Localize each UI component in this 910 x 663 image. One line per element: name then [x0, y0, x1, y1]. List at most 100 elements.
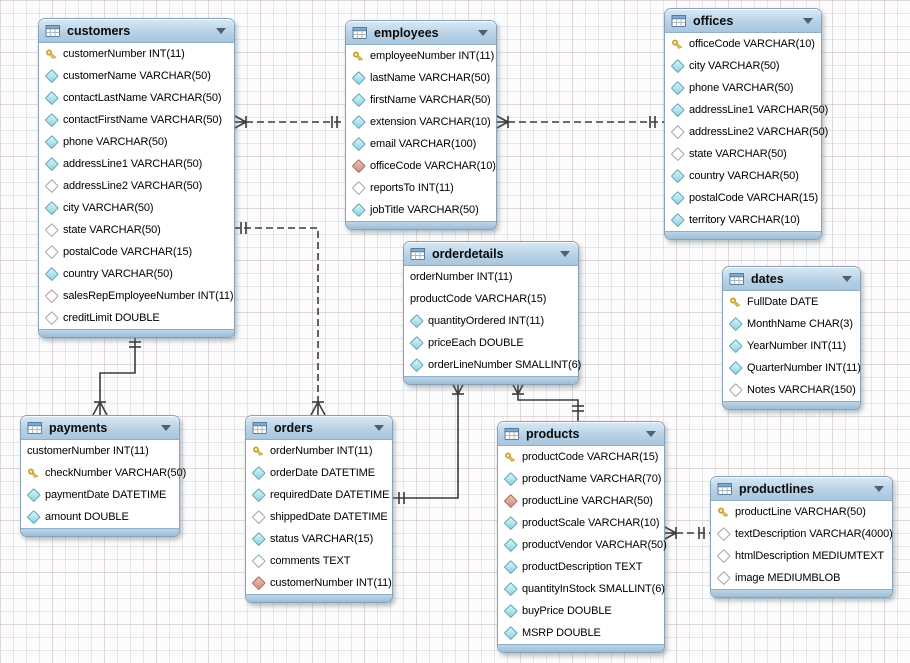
column-row[interactable]: FullDate DATE	[723, 291, 860, 313]
column-row[interactable]: territory VARCHAR(10)	[665, 209, 821, 231]
column-row[interactable]: productCode VARCHAR(15)	[498, 446, 664, 468]
column-row[interactable]: addressLine2 VARCHAR(50)	[39, 175, 234, 197]
column-row[interactable]: amount DOUBLE	[21, 506, 179, 528]
column-row[interactable]: productLine VARCHAR(50)	[711, 501, 892, 523]
chevron-down-icon[interactable]	[216, 27, 226, 34]
column-row[interactable]: city VARCHAR(50)	[39, 197, 234, 219]
column-row[interactable]: productName VARCHAR(70)	[498, 468, 664, 490]
chevron-down-icon[interactable]	[560, 250, 570, 257]
column-row[interactable]: state VARCHAR(50)	[39, 219, 234, 241]
column-row[interactable]: country VARCHAR(50)	[39, 263, 234, 285]
column-row[interactable]: state VARCHAR(50)	[665, 143, 821, 165]
column-row[interactable]: customerName VARCHAR(50)	[39, 65, 234, 87]
column-row[interactable]: contactFirstName VARCHAR(50)	[39, 109, 234, 131]
column-row[interactable]: contactLastName VARCHAR(50)	[39, 87, 234, 109]
chevron-down-icon[interactable]	[161, 424, 171, 431]
column-row[interactable]: postalCode VARCHAR(15)	[665, 187, 821, 209]
column-row[interactable]: buyPrice DOUBLE	[498, 600, 664, 622]
column-row[interactable]: customerNumber INT(11)	[39, 43, 234, 65]
column-row[interactable]: YearNumber INT(11)	[723, 335, 860, 357]
table-header[interactable]: dates	[723, 267, 860, 291]
column-row[interactable]: quantityOrdered INT(11)	[404, 310, 578, 332]
relationship-orders-customers[interactable]	[233, 222, 326, 416]
column-row[interactable]: orderDate DATETIME	[246, 462, 392, 484]
column-row[interactable]: textDescription VARCHAR(4000)	[711, 523, 893, 545]
chevron-down-icon[interactable]	[646, 430, 656, 437]
column-row[interactable]: MonthName CHAR(3)	[723, 313, 860, 335]
table-header[interactable]: customers	[39, 19, 234, 43]
table-header[interactable]: orders	[246, 416, 392, 440]
column-row[interactable]: creditLimit DOUBLE	[39, 307, 234, 329]
column-row[interactable]: customerNumber INT(11)	[246, 572, 392, 594]
column-row[interactable]: officeCode VARCHAR(10)	[346, 155, 496, 177]
column-row[interactable]: productCode VARCHAR(15)	[404, 288, 578, 310]
column-row[interactable]: salesRepEmployeeNumber INT(11)	[39, 285, 234, 307]
column-row[interactable]: reportsTo INT(11)	[346, 177, 496, 199]
chevron-down-icon[interactable]	[478, 29, 488, 36]
column-row[interactable]: officeCode VARCHAR(10)	[665, 33, 821, 55]
column-row[interactable]: productLine VARCHAR(50)	[498, 490, 664, 512]
table-header[interactable]: offices	[665, 9, 821, 33]
column-row[interactable]: paymentDate DATETIME	[21, 484, 179, 506]
column-row[interactable]: phone VARCHAR(50)	[665, 77, 821, 99]
relationship-orderdetails-products[interactable]	[510, 380, 584, 421]
column-row[interactable]: extension VARCHAR(10)	[346, 111, 496, 133]
column-row[interactable]: htmlDescription MEDIUMTEXT	[711, 545, 892, 567]
column-row[interactable]: productScale VARCHAR(10)	[498, 512, 664, 534]
column-row[interactable]: checkNumber VARCHAR(50)	[21, 462, 186, 484]
column-row[interactable]: addressLine2 VARCHAR(50)	[665, 121, 828, 143]
column-row[interactable]: MSRP DOUBLE	[498, 622, 664, 644]
column-row[interactable]: Notes VARCHAR(150)	[723, 379, 860, 401]
column-row[interactable]: quantityInStock SMALLINT(6)	[498, 578, 665, 600]
column-row[interactable]: country VARCHAR(50)	[665, 165, 821, 187]
column-row[interactable]: orderNumber INT(11)	[246, 440, 392, 462]
column-row[interactable]: city VARCHAR(50)	[665, 55, 821, 77]
column-row[interactable]: orderLineNumber SMALLINT(6)	[404, 354, 581, 376]
column-row[interactable]: firstName VARCHAR(50)	[346, 89, 496, 111]
table-header[interactable]: orderdetails	[404, 242, 578, 266]
relationship-products-productlines[interactable]	[662, 525, 710, 541]
table-header[interactable]: employees	[346, 21, 496, 45]
chevron-down-icon[interactable]	[874, 485, 884, 492]
column-row[interactable]: requiredDate DATETIME	[246, 484, 392, 506]
column-row[interactable]: phone VARCHAR(50)	[39, 131, 234, 153]
column-row[interactable]: lastName VARCHAR(50)	[346, 67, 496, 89]
column-row[interactable]: productDescription TEXT	[498, 556, 664, 578]
column-row[interactable]: addressLine1 VARCHAR(50)	[39, 153, 234, 175]
column-row[interactable]: status VARCHAR(15)	[246, 528, 392, 550]
column-row[interactable]: email VARCHAR(100)	[346, 133, 496, 155]
column-row[interactable]: addressLine1 VARCHAR(50)	[665, 99, 828, 121]
column-row[interactable]: postalCode VARCHAR(15)	[39, 241, 234, 263]
column-row[interactable]: comments TEXT	[246, 550, 392, 572]
column-row[interactable]: QuarterNumber INT(11)	[723, 357, 861, 379]
column-label: city VARCHAR(50)	[689, 60, 780, 72]
chevron-down-icon[interactable]	[374, 424, 384, 431]
table-header[interactable]: productlines	[711, 477, 892, 501]
relationship-payments-customers[interactable]	[92, 334, 141, 416]
column-row[interactable]: employeeNumber INT(11)	[346, 45, 496, 67]
column-row[interactable]: customerNumber INT(11)	[21, 440, 179, 462]
chevron-down-icon[interactable]	[842, 275, 852, 282]
column-row[interactable]: shippedDate DATETIME	[246, 506, 392, 528]
table-header[interactable]: products	[498, 422, 664, 446]
relationship-employees-offices[interactable]	[494, 114, 664, 130]
relationship-orderdetails-orders[interactable]	[391, 380, 466, 504]
column-row[interactable]: image MEDIUMBLOB	[711, 567, 892, 589]
relationship-customers-employees[interactable]	[232, 114, 345, 130]
table-header[interactable]: payments	[21, 416, 179, 440]
chevron-down-icon[interactable]	[803, 17, 813, 24]
column-row[interactable]: jobTitle VARCHAR(50)	[346, 199, 496, 221]
column-row[interactable]: productVendor VARCHAR(50)	[498, 534, 667, 556]
column-row[interactable]: orderNumber INT(11)	[404, 266, 578, 288]
column-row[interactable]: priceEach DOUBLE	[404, 332, 578, 354]
